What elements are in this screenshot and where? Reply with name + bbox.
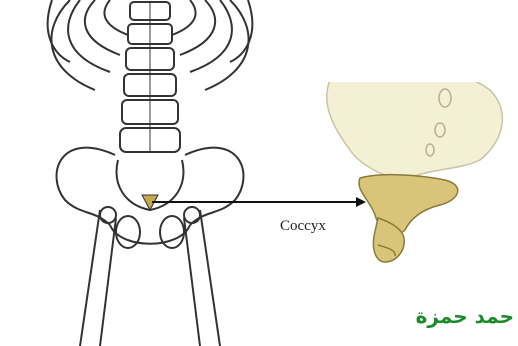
femurs: [80, 210, 220, 346]
coccyx-closeup: [359, 175, 458, 262]
blank-box: [290, 20, 500, 82]
author-watermark: حمد حمزة: [416, 304, 514, 328]
sacrum-closeup: [327, 66, 503, 180]
coccyx-label: Coccyx: [280, 218, 326, 235]
pointer-arrow: [152, 197, 366, 207]
spine: [120, 2, 180, 152]
